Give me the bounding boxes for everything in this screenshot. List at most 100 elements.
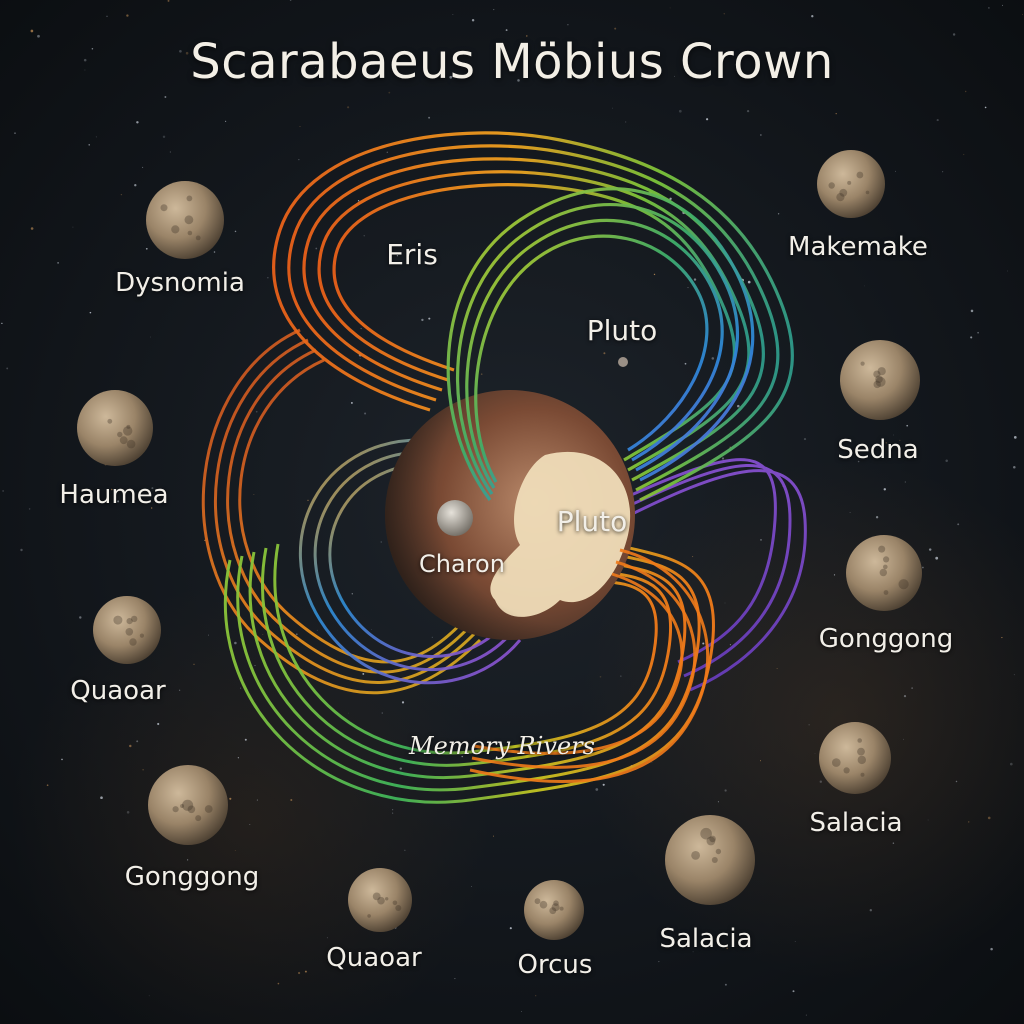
star xyxy=(20,548,23,552)
star xyxy=(903,695,907,698)
label-makemake: Makemake xyxy=(788,232,928,262)
star xyxy=(428,116,431,119)
star xyxy=(1001,637,1003,639)
label-gonggong-right: Gonggong xyxy=(818,624,954,654)
star xyxy=(151,507,153,509)
haumea-body xyxy=(77,390,153,466)
star xyxy=(505,29,508,32)
star xyxy=(452,13,454,15)
star xyxy=(599,675,602,678)
star xyxy=(84,69,86,71)
star xyxy=(428,317,431,320)
star xyxy=(145,247,148,250)
star xyxy=(492,835,495,837)
star xyxy=(129,744,132,748)
star xyxy=(669,7,671,9)
star xyxy=(935,556,939,560)
star xyxy=(362,672,365,675)
star xyxy=(620,675,622,677)
star xyxy=(30,29,34,33)
pluto-center xyxy=(385,390,635,640)
star xyxy=(678,109,682,113)
star xyxy=(254,664,256,667)
star xyxy=(396,255,399,257)
star xyxy=(903,738,904,740)
star xyxy=(164,96,167,98)
star xyxy=(289,0,292,1)
star xyxy=(307,499,309,502)
star xyxy=(922,566,924,569)
label-gonggong-left: Gonggong xyxy=(124,862,260,892)
star xyxy=(249,824,251,826)
star xyxy=(535,995,537,997)
star xyxy=(244,738,247,741)
star xyxy=(726,947,729,950)
star xyxy=(805,1014,807,1016)
star xyxy=(669,197,672,200)
star xyxy=(208,634,210,636)
star xyxy=(326,937,328,939)
label-memory-rivers: Memory Rivers xyxy=(409,732,595,760)
star xyxy=(471,18,475,22)
star xyxy=(857,460,860,463)
star xyxy=(240,687,242,689)
star xyxy=(57,262,59,264)
star xyxy=(987,816,991,820)
label-dysnomia: Dysnomia xyxy=(115,268,245,298)
star xyxy=(567,24,569,26)
star xyxy=(936,119,939,122)
star xyxy=(1002,4,1003,6)
star xyxy=(381,712,384,714)
star xyxy=(526,35,528,37)
star xyxy=(295,633,298,636)
star xyxy=(359,358,361,359)
star xyxy=(225,120,227,122)
star xyxy=(977,331,979,334)
star xyxy=(213,251,216,253)
star xyxy=(1013,465,1016,469)
star xyxy=(449,75,453,79)
star xyxy=(687,287,689,289)
star xyxy=(30,227,34,230)
star xyxy=(928,548,932,551)
star xyxy=(1006,270,1008,272)
star xyxy=(724,789,727,792)
label-orcus: Orcus xyxy=(517,950,593,980)
star xyxy=(521,1011,522,1012)
star xyxy=(234,230,237,233)
star xyxy=(304,970,307,973)
star xyxy=(729,644,731,646)
star xyxy=(777,213,780,215)
star xyxy=(95,136,97,138)
star xyxy=(360,328,362,330)
star xyxy=(835,112,837,115)
star xyxy=(892,434,894,436)
label-charon: Charon xyxy=(419,550,505,578)
star xyxy=(126,14,129,17)
star xyxy=(315,67,316,68)
star xyxy=(253,494,255,495)
star xyxy=(1013,436,1017,439)
star xyxy=(357,200,360,202)
star xyxy=(702,642,705,645)
star xyxy=(237,757,240,759)
star xyxy=(792,990,795,993)
salacia-right-body xyxy=(819,722,891,794)
star xyxy=(724,602,726,604)
label-eris: Eris xyxy=(386,238,438,271)
star xyxy=(952,33,956,36)
star xyxy=(162,135,166,138)
star xyxy=(421,318,424,322)
star xyxy=(14,132,16,134)
star xyxy=(746,109,750,113)
star xyxy=(290,798,293,802)
star xyxy=(684,362,687,365)
star xyxy=(315,247,318,250)
star xyxy=(895,170,896,172)
star xyxy=(28,508,31,510)
star xyxy=(46,784,49,787)
ribbon-inner-loop xyxy=(298,438,522,685)
star xyxy=(6,367,9,370)
quaoar-bottom-body xyxy=(348,868,412,932)
star xyxy=(297,971,301,975)
